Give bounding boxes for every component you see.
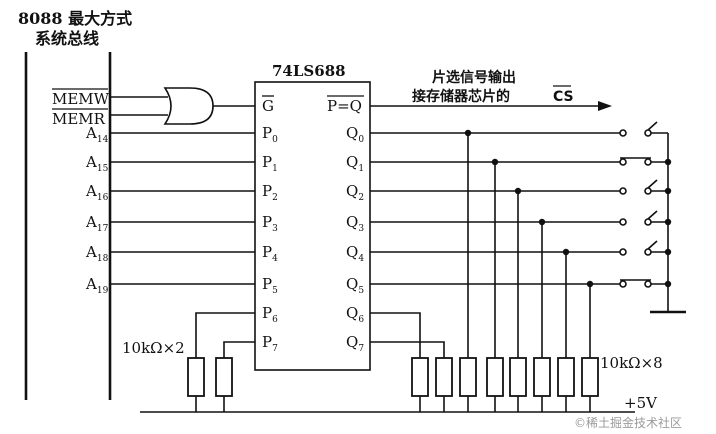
q0-junction [464,129,472,137]
pullup-resistor-q3 [486,357,504,397]
switch-contact [619,129,627,137]
pullup-resistor-q6 [557,357,575,397]
q5-junction [586,280,594,288]
output-note-line1: 片选信号输出 [432,69,516,86]
pin-g-label: G [262,97,274,115]
pullup-resistor-q5 [533,357,551,397]
address-label-a19: A19 [85,275,109,296]
memw-signal-label: MEMW [52,90,110,108]
pin-label-p3: P3 [262,213,278,234]
bus-title-line2: 系统总线 [35,29,99,48]
switch-contact [644,129,652,137]
pin-label-q5: Q5 [346,275,364,296]
pullup-resistor-q7 [581,357,599,397]
switch-contact [644,218,652,226]
pullup-resistor-p7 [215,357,233,397]
q4-junction [562,248,570,256]
pullup-resistor-q2 [459,357,477,397]
switch-lever-open [647,121,658,131]
pin-label-q0: Q0 [346,124,364,145]
pin-label-q2: Q2 [346,182,364,203]
p7-wire [223,341,255,358]
pullup-resistor-q4 [509,357,527,397]
output-note-line2-prefix: 接存储器芯片的 [412,88,510,105]
q3-junction [538,218,546,226]
left-resistor-label: 10kΩ×2 [122,339,185,357]
pin-label-p5: P5 [262,275,278,296]
switch-lever-open [647,240,658,250]
switch-lever-open [647,210,658,220]
pin-label-q1: Q1 [346,153,364,174]
q1-junction [491,158,499,166]
bus-title-line1: 8088 最大方式 [18,9,132,28]
pin-label-q6: Q6 [346,304,364,325]
pin-label-p1: P1 [262,153,278,174]
pullup-resistor-p6 [187,357,205,397]
dip-switch-1[interactable] [619,157,672,166]
dip-switch-2[interactable] [619,179,672,195]
switch-contact [619,187,627,195]
address-wires [110,132,255,285]
switch-lever-open [647,179,658,189]
address-label-a17: A17 [85,213,109,234]
cs-output-arrow [598,101,612,111]
dip-switch-5[interactable] [619,279,672,288]
output-note-cs: CS [553,89,574,105]
chip-74ls688 [254,81,371,371]
dip-switch-bank [619,121,672,288]
pin-label-q7: Q7 [346,333,364,354]
pin-label-p4: P4 [262,243,278,264]
switch-contact [644,187,652,195]
p6-wire [195,312,255,358]
address-label-a15: A15 [85,153,109,174]
pin-label-p6: P6 [262,304,278,325]
switch-contact [619,280,627,288]
switch-contact [619,218,627,226]
q-output-wires [370,129,620,358]
q-pullup-resistors [411,357,599,412]
chip-name: 74LS688 [272,62,346,80]
power-label: +5V [624,394,658,412]
dip-switch-4[interactable] [619,240,672,256]
pin-p-eq-q-label: P=Q [327,97,362,115]
q2-junction [514,187,522,195]
watermark: ©稀土掘金技术社区 [574,415,682,430]
pin-label-p2: P2 [262,182,278,203]
switch-contact [644,280,652,288]
dip-switch-0[interactable] [619,121,668,137]
right-resistor-label: 10kΩ×8 [600,354,663,372]
q7-wire [370,341,445,358]
switch-contact [619,248,627,256]
address-label-a16: A16 [85,182,109,203]
pullup-resistor-q1 [435,357,453,397]
pin-label-p7: P7 [262,333,278,354]
q6-wire [370,312,421,358]
switch-contact [644,248,652,256]
pin-label-p0: P0 [262,124,278,145]
address-label-a18: A18 [85,243,109,264]
pin-label-q4: Q4 [346,243,364,264]
address-label-a14: A14 [85,124,109,145]
pin-label-q3: Q3 [346,213,364,234]
or-gate [163,87,214,125]
dip-switch-3[interactable] [619,210,672,226]
switch-contact [619,158,627,166]
switch-contact [644,158,652,166]
memr-signal-label: MEMR [52,110,106,128]
pullup-resistor-q0 [411,357,429,397]
